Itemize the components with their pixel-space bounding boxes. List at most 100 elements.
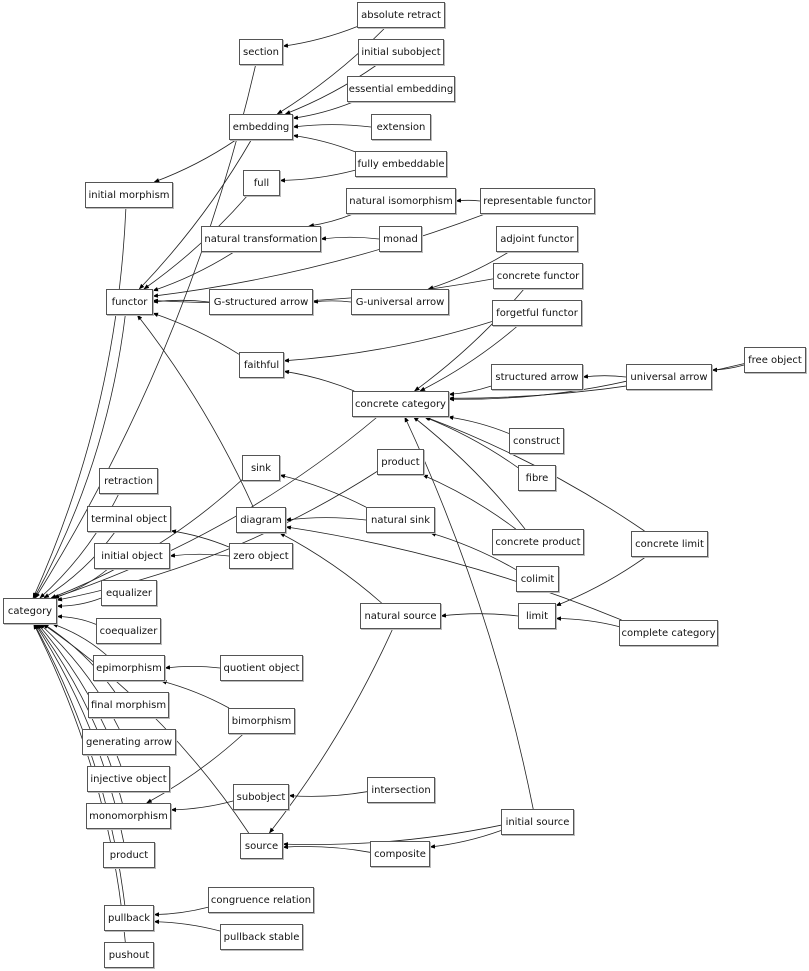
node-coequalizer[interactable]: coequalizer <box>96 618 161 644</box>
edge-essential-embedding-to-embedding <box>292 101 354 120</box>
node-limit[interactable]: limit <box>518 603 556 629</box>
edge-initial-subobject-to-embedding <box>284 64 377 115</box>
edge-section-to-category <box>35 64 256 599</box>
node-embedding[interactable]: embedding <box>229 114 293 140</box>
edge-subobject-to-monomorphism <box>170 800 234 813</box>
edge-universal-arrow-to-structured-arrow <box>582 374 627 379</box>
node-natural-transformation[interactable]: natural transformation <box>201 226 321 252</box>
node-generating-arrow[interactable]: generating arrow <box>82 729 176 755</box>
edge-embedding-to-functor <box>138 139 252 290</box>
edge-functor-to-category <box>33 314 126 599</box>
edge-zero-object-to-terminal-object <box>170 529 230 548</box>
edge-absolute-retract-to-embedding <box>276 27 386 115</box>
edge-bimorphism-to-monomorphism <box>146 733 244 804</box>
node-monad[interactable]: monad <box>379 226 422 252</box>
node-final-morphism[interactable]: final morphism <box>88 692 169 718</box>
node-section[interactable]: section <box>239 39 283 65</box>
node-diagram[interactable]: diagram <box>236 507 286 533</box>
edge-concrete-category-to-faithful <box>283 369 355 392</box>
edge-natural-isomorphism-to-natural-transformation <box>308 213 354 228</box>
node-subobject[interactable]: subobject <box>233 784 289 810</box>
edge-terminal-object-to-category <box>43 531 116 599</box>
edge-adjoint-functor-to-g-universal-arrow <box>427 251 509 290</box>
node-sink[interactable]: sink <box>242 455 280 481</box>
node-composite[interactable]: composite <box>370 841 430 867</box>
node-intersection[interactable]: intersection <box>367 777 435 803</box>
edge-concrete-functor-to-functor <box>152 278 494 304</box>
node-source[interactable]: source <box>240 833 283 859</box>
node-fully-embeddable[interactable]: fully embeddable <box>355 151 447 177</box>
edge-congruence-relation-to-pullback <box>153 906 209 917</box>
edge-diagram-to-functor <box>136 314 254 508</box>
node-monomorphism[interactable]: monomorphism <box>86 803 171 829</box>
node-category[interactable]: category <box>3 598 57 624</box>
node-product-bottom[interactable]: product <box>103 842 155 868</box>
node-forgetful-functor[interactable]: forgetful functor <box>492 300 582 326</box>
node-epimorphism[interactable]: epimorphism <box>93 655 165 681</box>
node-bimorphism[interactable]: bimorphism <box>228 708 295 734</box>
edge-initial-object-to-category <box>53 568 109 599</box>
node-pullback-stable[interactable]: pullback stable <box>220 924 303 950</box>
node-retraction[interactable]: retraction <box>99 468 158 494</box>
node-universal-arrow[interactable]: universal arrow <box>626 364 712 390</box>
node-initial-source[interactable]: initial source <box>501 809 574 835</box>
node-representable-functor[interactable]: representable functor <box>480 188 595 214</box>
edge-concrete-product-to-product-top <box>422 474 516 530</box>
node-concrete-product[interactable]: concrete product <box>492 529 584 555</box>
node-faithful[interactable]: faithful <box>239 352 284 378</box>
node-injective-object[interactable]: injective object <box>87 766 170 792</box>
node-quotient-object[interactable]: quotient object <box>220 655 303 681</box>
edge-construct-to-concrete-category <box>447 415 510 434</box>
edge-epimorphism-to-category <box>52 623 107 656</box>
node-functor[interactable]: functor <box>106 289 153 315</box>
node-construct[interactable]: construct <box>509 428 564 454</box>
edge-final-morphism-to-category <box>43 623 116 693</box>
edge-initial-source-to-composite <box>429 830 502 849</box>
node-free-object[interactable]: free object <box>744 347 806 373</box>
edge-pullback-stable-to-pullback <box>153 919 221 932</box>
edge-equalizer-to-category <box>56 597 102 609</box>
edge-structured-arrow-to-concrete-category <box>448 385 492 397</box>
node-extension[interactable]: extension <box>371 114 431 140</box>
edge-quotient-object-to-epimorphism <box>164 665 221 670</box>
edge-concrete-limit-to-limit <box>555 556 646 607</box>
node-fibre[interactable]: fibre <box>518 465 556 491</box>
node-concrete-category[interactable]: concrete category <box>352 391 449 417</box>
node-product-top[interactable]: product <box>377 449 424 475</box>
node-initial-subobject[interactable]: initial subobject <box>358 39 444 65</box>
edge-intersection-to-subobject <box>288 791 368 799</box>
node-concrete-functor[interactable]: concrete functor <box>493 263 583 289</box>
node-pushout[interactable]: pushout <box>104 942 154 968</box>
node-colimit[interactable]: colimit <box>516 566 559 592</box>
node-g-universal-arrow[interactable]: G-universal arrow <box>351 289 449 315</box>
node-complete-category[interactable]: complete category <box>619 620 718 646</box>
node-zero-object[interactable]: zero object <box>229 543 293 569</box>
node-absolute-retract[interactable]: absolute retract <box>357 2 445 28</box>
edge-faithful-to-functor <box>152 312 240 355</box>
node-initial-object[interactable]: initial object <box>94 543 170 569</box>
node-terminal-object[interactable]: terminal object <box>87 506 171 532</box>
node-natural-source[interactable]: natural source <box>360 603 441 629</box>
node-structured-arrow[interactable]: structured arrow <box>491 364 583 390</box>
node-concrete-limit[interactable]: concrete limit <box>631 531 708 557</box>
node-pullback[interactable]: pullback <box>104 905 154 931</box>
node-g-structured-arrow[interactable]: G-structured arrow <box>209 289 313 315</box>
node-natural-isomorphism[interactable]: natural isomorphism <box>346 188 456 214</box>
edge-concrete-category-to-category <box>52 416 378 599</box>
edge-natural-source-to-diagram <box>279 532 382 604</box>
node-adjoint-functor[interactable]: adjoint functor <box>496 226 578 252</box>
edge-initial-source-to-concrete-category <box>404 416 534 810</box>
node-initial-morphism[interactable]: initial morphism <box>85 182 173 208</box>
node-full[interactable]: full <box>243 170 280 196</box>
edge-source-to-category <box>42 623 250 834</box>
node-congruence-relation[interactable]: congruence relation <box>208 887 314 913</box>
node-natural-sink[interactable]: natural sink <box>366 507 435 533</box>
node-equalizer[interactable]: equalizer <box>101 580 157 606</box>
edge-natural-sink-to-sink <box>279 474 367 508</box>
node-essential-embedding[interactable]: essential embedding <box>347 76 455 102</box>
edge-representable-functor-to-natural-isomorphism <box>455 198 481 203</box>
edge-initial-morphism-to-category <box>32 207 127 599</box>
edge-embedding-to-initial-morphism <box>153 139 237 183</box>
edge-natural-transformation-to-functor <box>152 251 235 292</box>
edge-natural-sink-to-diagram <box>285 517 367 522</box>
